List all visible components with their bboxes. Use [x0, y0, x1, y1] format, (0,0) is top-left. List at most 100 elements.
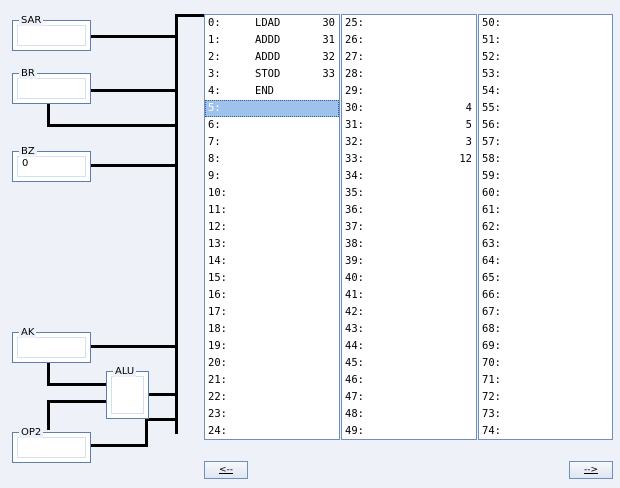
memory-cell[interactable]: 24:: [205, 423, 339, 439]
alu-unit[interactable]: [106, 371, 149, 419]
memory-cell[interactable]: 52:: [479, 49, 612, 66]
memory-cell[interactable]: 11:: [205, 202, 339, 219]
memory-cell[interactable]: 20:: [205, 355, 339, 372]
memory-cell[interactable]: 10:: [205, 185, 339, 202]
memory-cell-address: 74:: [482, 425, 501, 437]
memory-cell[interactable]: 45:: [342, 355, 476, 372]
br-register-label: BR: [19, 68, 37, 79]
memory-cell[interactable]: 69:: [479, 338, 612, 355]
memory-cell[interactable]: 74:: [479, 423, 612, 439]
memory-cell[interactable]: 48:: [342, 406, 476, 423]
memory-cell-address: 51:: [482, 34, 501, 46]
ak-alu-horizontal: [47, 383, 107, 386]
memory-cell[interactable]: 43:: [342, 321, 476, 338]
memory-cell[interactable]: 19:: [205, 338, 339, 355]
memory-cell[interactable]: 54:: [479, 83, 612, 100]
next-page-button[interactable]: -->: [569, 461, 613, 479]
memory-cell[interactable]: 35:: [342, 185, 476, 202]
memory-cell[interactable]: 47:: [342, 389, 476, 406]
prev-page-button-label: <--: [218, 465, 234, 475]
memory-cell[interactable]: 72:: [479, 389, 612, 406]
memory-cell[interactable]: 30:4: [342, 100, 476, 117]
sar-register[interactable]: [12, 20, 91, 51]
memory-cell[interactable]: 49:: [342, 423, 476, 439]
memory-cell[interactable]: 51:: [479, 32, 612, 49]
memory-cell[interactable]: 29:: [342, 83, 476, 100]
sar-register-label: SAR: [19, 15, 44, 26]
memory-cell-operand: 33: [322, 68, 335, 80]
memory-cell[interactable]: 13:: [205, 236, 339, 253]
memory-cell[interactable]: 66:: [479, 287, 612, 304]
bz-wire: [89, 164, 178, 167]
memory-cell[interactable]: 9:: [205, 168, 339, 185]
memory-cell[interactable]: 55:: [479, 100, 612, 117]
memory-cell[interactable]: 38:: [342, 236, 476, 253]
memory-cell[interactable]: 28:: [342, 66, 476, 83]
memory-cell[interactable]: 23:: [205, 406, 339, 423]
memory-cell[interactable]: 58:: [479, 151, 612, 168]
memory-cell[interactable]: 65:: [479, 270, 612, 287]
memory-cell[interactable]: 8:: [205, 151, 339, 168]
memory-cell[interactable]: 60:: [479, 185, 612, 202]
memory-cell[interactable]: 15:: [205, 270, 339, 287]
memory-cell[interactable]: 46:: [342, 372, 476, 389]
memory-cell-address: 43:: [345, 323, 364, 335]
memory-cell[interactable]: 36:: [342, 202, 476, 219]
memory-cell[interactable]: 37:: [342, 219, 476, 236]
memory-cell[interactable]: 50:: [479, 15, 612, 32]
memory-cell[interactable]: 68:: [479, 321, 612, 338]
memory-cell[interactable]: 61:: [479, 202, 612, 219]
prev-page-button[interactable]: <--: [204, 461, 248, 479]
memory-cell[interactable]: 71:: [479, 372, 612, 389]
memory-cell[interactable]: 12:: [205, 219, 339, 236]
memory-column-3[interactable]: 50:51:52:53:54:55:56:57:58:59:60:61:62:6…: [478, 14, 613, 440]
memory-cell-address: 6:: [208, 119, 221, 131]
memory-cell[interactable]: 32:3: [342, 134, 476, 151]
memory-cell[interactable]: 27:: [342, 49, 476, 66]
memory-cell-address: 22:: [208, 391, 227, 403]
memory-cell[interactable]: 56:: [479, 117, 612, 134]
memory-cell-address: 32:: [345, 136, 364, 148]
memory-cell[interactable]: 64:: [479, 253, 612, 270]
memory-cell-opcode: END: [255, 85, 274, 97]
memory-cell[interactable]: 63:: [479, 236, 612, 253]
memory-cell[interactable]: 73:: [479, 406, 612, 423]
memory-cell[interactable]: 26:: [342, 32, 476, 49]
memory-cell[interactable]: 21:: [205, 372, 339, 389]
memory-cell-address: 2:: [208, 51, 221, 63]
memory-cell[interactable]: 67:: [479, 304, 612, 321]
memory-cell[interactable]: 5:: [205, 100, 339, 117]
memory-cell[interactable]: 33:12: [342, 151, 476, 168]
memory-cell[interactable]: 62:: [479, 219, 612, 236]
memory-cell[interactable]: 40:: [342, 270, 476, 287]
memory-cell[interactable]: 70:: [479, 355, 612, 372]
memory-cell[interactable]: 41:: [342, 287, 476, 304]
memory-cell-address: 70:: [482, 357, 501, 369]
memory-cell[interactable]: 14:: [205, 253, 339, 270]
memory-cell[interactable]: 18:: [205, 321, 339, 338]
memory-cell[interactable]: 17:: [205, 304, 339, 321]
br-register[interactable]: [12, 73, 91, 104]
memory-cell[interactable]: 44:: [342, 338, 476, 355]
memory-cell[interactable]: 7:: [205, 134, 339, 151]
memory-cell[interactable]: 31:5: [342, 117, 476, 134]
memory-cell[interactable]: 59:: [479, 168, 612, 185]
memory-cell[interactable]: 57:: [479, 134, 612, 151]
memory-cell[interactable]: 4:END: [205, 83, 339, 100]
memory-cell[interactable]: 16:: [205, 287, 339, 304]
memory-cell-address: 17:: [208, 306, 227, 318]
memory-cell[interactable]: 22:: [205, 389, 339, 406]
memory-cell[interactable]: 42:: [342, 304, 476, 321]
memory-cell[interactable]: 34:: [342, 168, 476, 185]
sar-wire: [89, 35, 178, 38]
memory-cell[interactable]: 25:: [342, 15, 476, 32]
memory-cell[interactable]: 6:: [205, 117, 339, 134]
memory-cell[interactable]: 39:: [342, 253, 476, 270]
memory-cell[interactable]: 53:: [479, 66, 612, 83]
